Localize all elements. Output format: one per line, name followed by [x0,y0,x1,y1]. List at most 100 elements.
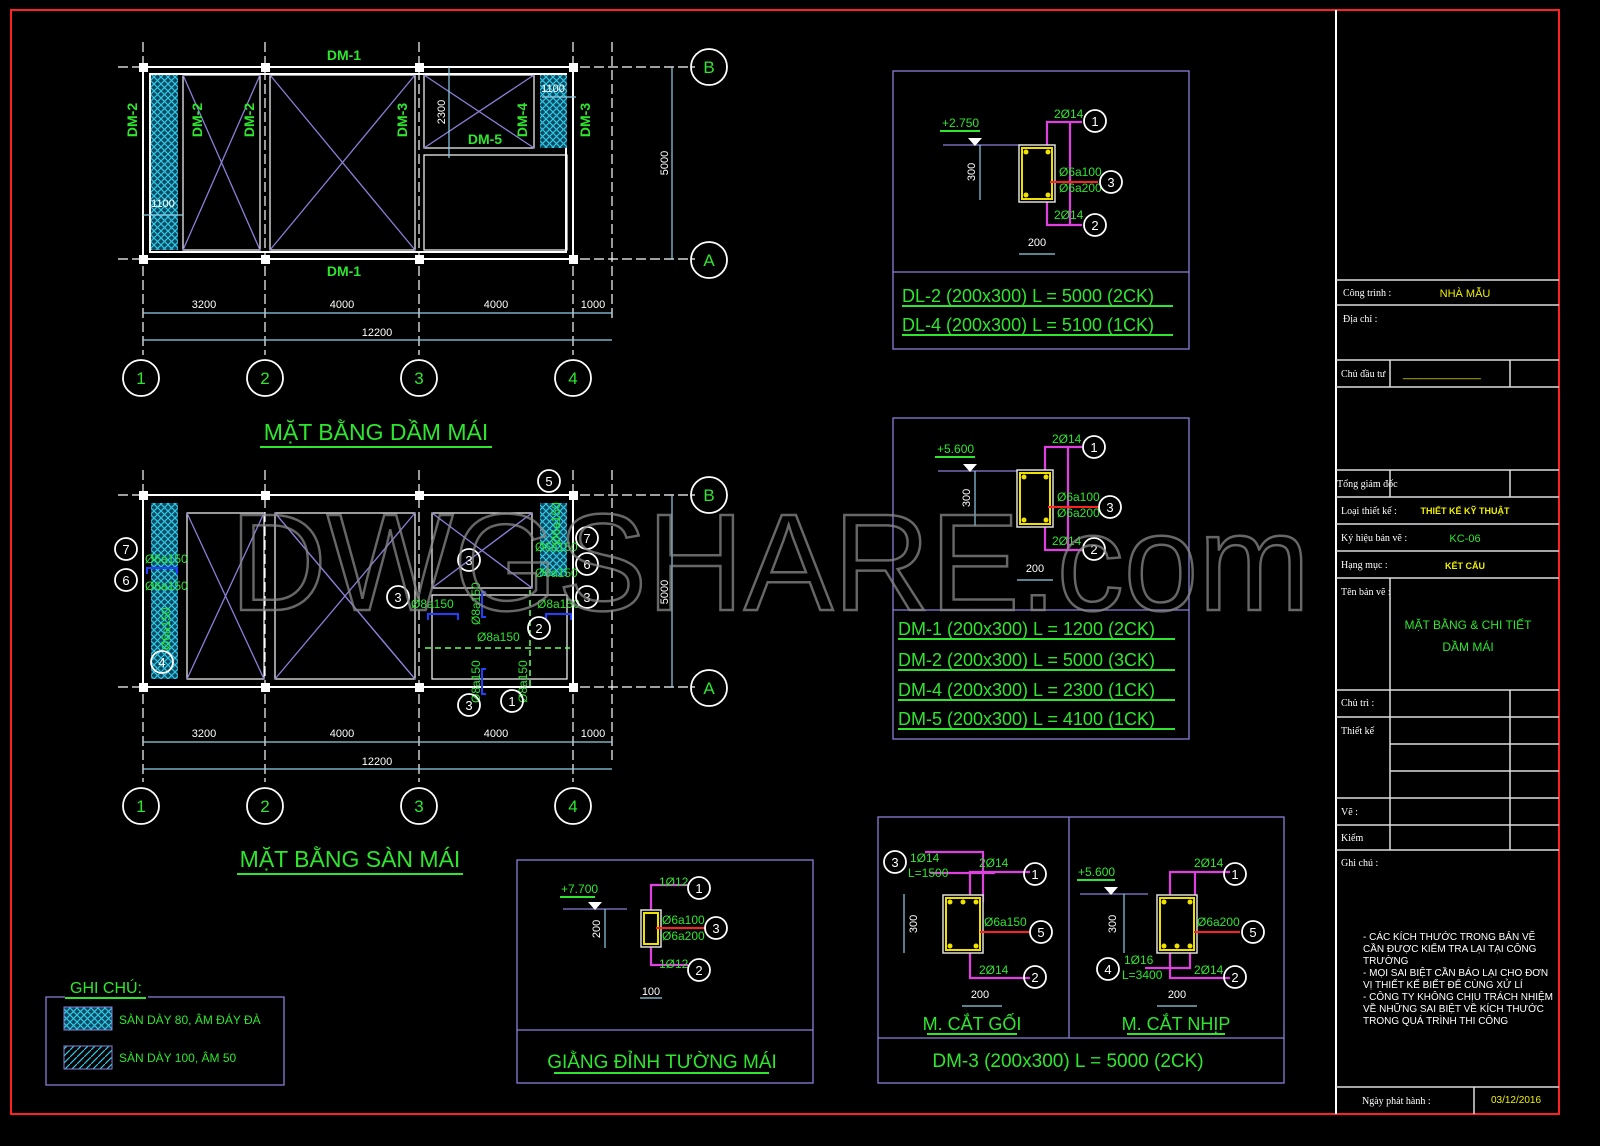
beam-caption: DM-1 (200x300) L = 1200 (2CK) [898,619,1155,639]
note-line: - CÁC KÍCH THƯỚC TRONG BẢN VẼ [1363,930,1536,943]
label: Hạng mục : [1341,560,1388,571]
section-caption: GIẰNG ĐỈNH TƯỜNG MÁI [547,1051,777,1073]
rebar-label: 1Ø12 [659,957,689,971]
dimension: 300 [961,489,973,507]
dimension: 4000 [484,299,508,311]
rebar-mark: 2 [1091,218,1098,233]
rebar-label: 2Ø14 [1194,963,1224,977]
category: KẾT CẤU [1445,561,1485,571]
section-giang: +7.700 200 100 1Ø12 Ø6a100 Ø6a200 1Ø12 1… [516,859,814,1084]
rebar-mark: 6 [583,557,590,572]
axis-label: 2 [260,369,269,388]
note-line: - MỌI SAI BIỆT CẦN BÁO LẠI CHO ĐƠN [1363,966,1548,979]
axis-label: 1 [136,797,145,816]
rebar-label: Ø6a100 [1059,165,1102,179]
hatched-slab [540,503,567,576]
watermark: DWGSHARE.com [230,486,1310,640]
rebar-label: Ø6a150 [984,915,1027,929]
label: Chủ trì : [1341,698,1374,709]
note-line: VỊ THIẾT KẾ BIẾT ĐỂ CÙNG XỬ LÍ [1363,978,1523,991]
rebar-mark: 7 [122,542,129,557]
beam-label: DM-1 [327,263,361,279]
rebar-label: 2Ø14 [979,963,1009,977]
hatched-slab [540,75,567,148]
note-line: CẦN ĐƯỢC KIỂM TRA LẠI TẠI CÔNG [1363,942,1537,955]
project-name: NHÀ MẪU [1440,287,1491,300]
dimension: 5000 [659,151,671,175]
dimension: 200 [971,989,989,1001]
beam-label: DM-3 [577,103,593,137]
sheet-frame [10,9,1560,1115]
roof-beam-plan: DM-1 DM-1 DM-2 DM-2 DM-2 DM-3 DM-4 DM-5 … [118,42,728,448]
beam-label: DM-2 [241,103,257,137]
hatched-slab [151,75,178,250]
note-line: TRƯỜNG [1363,954,1409,967]
rebar-mark: 4 [1104,962,1111,977]
roof-slab-plan: Ø6a150 Ø6a150 Ø6a150 Ø8a150 Ø8a150 Ø8a15… [114,469,728,875]
rebar-mark: 3 [583,590,590,605]
issue-date: 03/12/2016 [1491,1095,1541,1106]
dimension: 300 [966,163,978,181]
title-block: Công trình : NHÀ MẪU Địa chỉ : Chủ đầu t… [1336,279,1559,1114]
beam-caption: DL-2 (200x300) L = 5000 (2CK) [902,286,1154,306]
axis-label: A [703,679,715,698]
rebar-mark: 5 [1249,925,1256,940]
beam-label: DM-5 [468,131,502,147]
section-dm3: 300 200 1Ø14 L=1500 2Ø14 Ø6a150 2Ø14 3 1… [877,816,1285,1084]
rebar-label: Ø8a150 [469,582,483,625]
rebar-label: 2Ø14 [1052,534,1082,548]
axis-label: 3 [414,797,423,816]
label: Kiểm [1341,833,1363,844]
level-label: +5.600 [937,442,974,456]
rebar-mark: 1 [695,881,702,896]
legend-title: GHI CHÚ: [70,978,142,997]
beam-label: DM-2 [124,103,140,137]
dimension: 4000 [330,299,354,311]
label: Ghi chú : [1341,858,1378,869]
dimension: 1000 [581,728,605,740]
section-dl: +2.750 300 200 2Ø14 Ø6a100 Ø6a200 2Ø14 1… [892,70,1190,350]
beam-caption: DL-4 (200x300) L = 5100 (1CK) [902,315,1154,335]
rebar-label: L=3400 [1122,968,1163,982]
rebar-label: Ø6a100 [662,913,705,927]
label: Thiết kế [1341,726,1375,737]
label: Tổng giám đốc [1337,479,1398,490]
rebar-mark: 3 [465,553,472,568]
rebar-label: 2Ø14 [1052,432,1082,446]
plan-title: MẶT BẰNG SÀN MÁI [240,845,461,872]
beam-caption: DM-3 (200x300) L = 5000 (2CK) [932,1051,1203,1072]
axis-label: 4 [568,797,577,816]
dimension: 1100 [541,83,565,95]
owner-value: ______________ [1402,369,1481,380]
cross-hatch-swatch [63,1006,113,1031]
note-line: - CÔNG TY KHÔNG CHỊU TRÁCH NHIỆM [1363,990,1553,1003]
rebar-label: Ø6a150 [145,579,188,593]
rebar-label: 2Ø14 [1194,856,1224,870]
label: Ngày phát hành : [1362,1096,1431,1107]
section-dm: +5.600 300 200 2Ø14 Ø6a100 Ø6a200 2Ø14 1… [892,417,1190,740]
rebar-label: Ø8a150 [411,597,454,611]
rebar-mark: 7 [583,531,590,546]
rebar-label: Ø8a150 [477,630,520,644]
beam-label: DM-2 [189,103,205,137]
dimension: 300 [908,915,920,933]
rebar-mark: 2 [535,621,542,636]
dimension: 12200 [362,756,393,768]
dimension: 200 [591,920,603,938]
label: Tên bản vẽ : [1341,587,1391,598]
section-title: M. CẮT NHỊP [1122,1013,1231,1034]
rebar-label: Ø8a150 [537,597,580,611]
rebar-mark: 2 [1231,970,1238,985]
axis-label: 2 [260,797,269,816]
rebar-mark: 3 [891,855,898,870]
rebar-mark: 5 [545,474,552,489]
dimension: 5000 [659,580,671,604]
label: Vẽ : [1341,807,1358,818]
rebar-mark: 2 [695,963,702,978]
rebar-label: Ø6a200 [662,929,705,943]
rebar-label: Ø6a150 [535,540,578,554]
dimension: 200 [1026,563,1044,575]
rebar-label: Ø6a150 [549,502,563,545]
level-label: +7.700 [561,882,598,896]
